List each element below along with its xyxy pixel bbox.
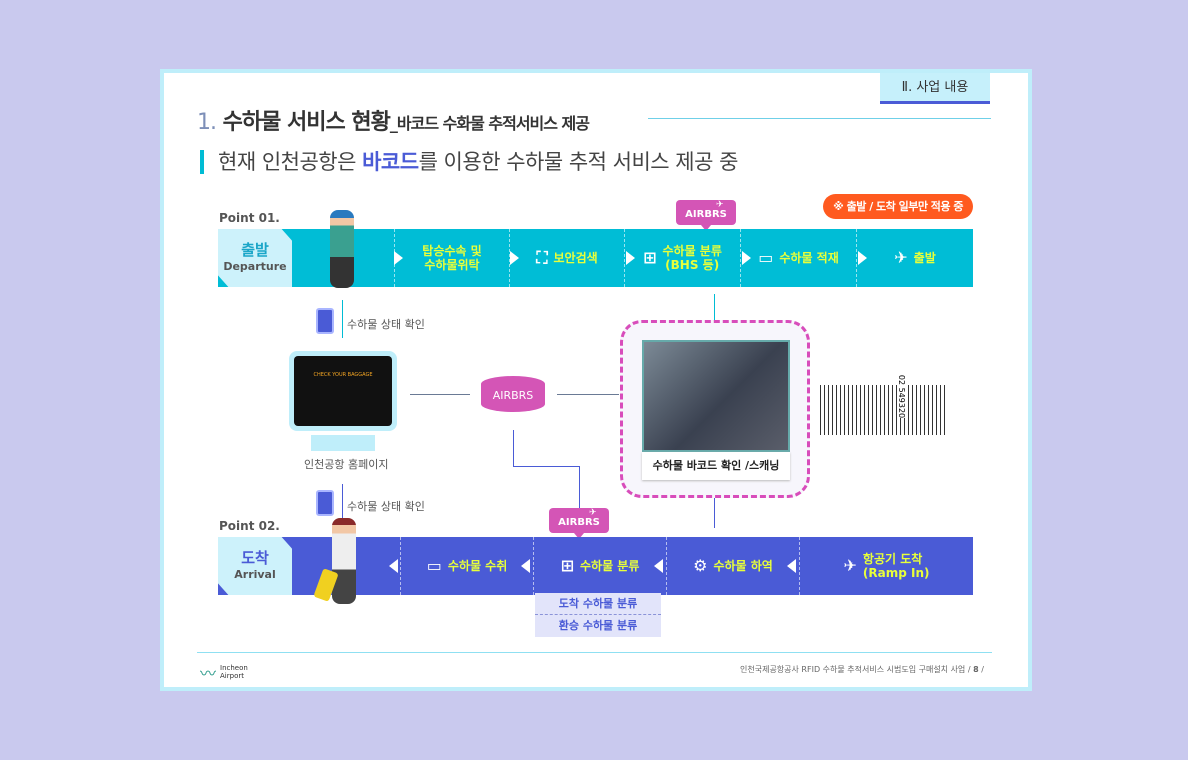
conveyor-icon: ▭	[758, 248, 774, 267]
step-label: 항공기 도착 (Ramp In)	[862, 552, 930, 580]
airbrs-tag-arrival: ✈AIRBRS	[549, 508, 609, 539]
note-badge: ※ 출발 / 도착 일부만 적용 중	[823, 194, 973, 219]
connector	[513, 466, 579, 467]
scan-caption: 수하물 바코드 확인 /스캐닝	[642, 452, 790, 480]
step-label: 수하물 수취	[447, 559, 508, 573]
traveler-illustration	[332, 518, 356, 604]
chevron-left-icon	[654, 559, 663, 573]
title-number: 1.	[197, 110, 217, 135]
step-sorting: ⊞ 수하물 분류	[533, 537, 666, 595]
chevron-left-icon	[787, 559, 796, 573]
incheon-airport-logo: 〰Incheon Airport	[200, 660, 254, 684]
homepage-screen: CHECK YOUR BAGGAGE	[294, 356, 392, 426]
step-label: 수하물 분류 (BHS 등)	[662, 244, 722, 272]
barcode-image	[820, 385, 945, 435]
chevron-right-icon	[510, 251, 519, 265]
sub-item: 도착 수하물 분류	[535, 593, 661, 615]
footer: 인천국제공항공사 RFID 수하물 추적서비스 시범도입 구매설치 사업 / 8…	[740, 665, 984, 674]
step-unloading: ⚙ 수하물 하역	[666, 537, 799, 595]
arrow-down	[714, 294, 715, 328]
departure-en: Departure	[223, 260, 287, 273]
step-claim: ▭ 수하물 수취	[400, 537, 533, 595]
phone-icon	[316, 490, 334, 516]
phone-icon	[316, 308, 334, 334]
arrow-up	[342, 484, 343, 522]
status-check-label: 수하물 상태 확인	[347, 318, 425, 331]
monitor-stand	[311, 435, 375, 451]
point-01: Point 01.	[219, 211, 280, 225]
plane-takeoff-icon: ✈	[894, 248, 908, 267]
subtitle: 현재 인천공항은 바코드를 이용한 수하물 추적 서비스 제공 중	[200, 150, 738, 174]
security-icon: ⛶	[536, 248, 548, 267]
sorting-icon: ⊞	[560, 556, 574, 575]
step-label: 보안검색	[553, 251, 598, 265]
arrival-en: Arrival	[234, 568, 276, 581]
step-label: 출발	[913, 251, 936, 265]
arrow-up	[714, 492, 715, 528]
step-departure: ✈ 출발	[856, 229, 973, 287]
homepage-label: 인천공항 홈페이지	[304, 458, 389, 471]
step-label: 수하물 분류	[580, 559, 640, 573]
section-tab: Ⅱ. 사업 내용	[880, 73, 990, 104]
footer-rule	[197, 652, 992, 653]
title-rule	[648, 118, 991, 119]
plane-icon: ✈	[589, 508, 597, 518]
step-label: 탑승수속 및 수하물위탁	[422, 244, 482, 272]
chevron-left-icon	[389, 559, 398, 573]
robot-arm-icon: ⚙	[693, 556, 708, 575]
arrow-down	[342, 300, 343, 338]
arrow-left	[557, 394, 619, 395]
step-loading: ▭ 수하물 적재	[740, 229, 856, 287]
chevron-right-icon	[858, 251, 867, 265]
subtitle-highlight: 바코드	[362, 150, 419, 174]
step-sorting: ⊞ 수하물 분류 (BHS 등)	[624, 229, 740, 287]
logo-text: Incheon Airport	[220, 664, 248, 680]
connector	[579, 466, 580, 508]
plane-landing-icon: ✈	[843, 556, 857, 575]
step-security: ⛶ 보안검색	[509, 229, 624, 287]
homepage-monitor: CHECK YOUR BAGGAGE	[289, 351, 397, 431]
chevron-right-icon	[626, 251, 635, 265]
barcode-number: 02 549320	[897, 374, 907, 419]
arrow-left	[410, 394, 470, 395]
point-02: Point 02.	[219, 519, 280, 533]
logo-mark-icon: 〰	[200, 664, 217, 683]
step-checkin: 탑승수속 및 수하물위탁	[394, 229, 509, 287]
chevron-left-icon	[521, 559, 530, 573]
airbrs-database: AIRBRS	[481, 376, 545, 412]
airbrs-tag-label: AIRBRS	[558, 517, 600, 528]
step-label: 수하물 하역	[713, 559, 773, 573]
status-check-label: 수하물 상태 확인	[347, 500, 425, 513]
page-title: 1. 수하물 서비스 현황_바코드 수화물 추적서비스 제공	[197, 104, 590, 136]
plane-icon: ✈	[716, 200, 724, 210]
step-label: 수하물 적재	[779, 251, 839, 265]
title-main: 수하물 서비스 현황	[222, 110, 391, 135]
title-sub: _바코드 수화물 추적서비스 제공	[389, 114, 590, 133]
sub-item: 환승 수하물 분류	[558, 619, 638, 632]
subtitle-post: 를 이용한 수하물 추적 서비스 제공 중	[418, 150, 739, 174]
connector	[513, 430, 514, 466]
arrival-sort-sublist: 도착 수하물 분류 환승 수하물 분류	[535, 593, 661, 637]
traveler-illustration	[330, 210, 354, 288]
chevron-right-icon	[742, 251, 751, 265]
airbrs-tag-label: AIRBRS	[685, 209, 727, 220]
arrival-ko: 도착	[241, 549, 269, 567]
step-arrival: ✈ 항공기 도착 (Ramp In)	[799, 537, 973, 595]
scanning-photo	[642, 340, 790, 452]
airbrs-tag-departure: ✈AIRBRS	[676, 200, 736, 231]
departure-ko: 출발	[241, 241, 269, 259]
chevron-right-icon	[394, 251, 403, 265]
footer-text: 인천국제공항공사 RFID 수하물 추적서비스 시범도입 구매설치 사업	[740, 665, 966, 674]
page-number: 8	[973, 665, 979, 674]
sorting-icon: ⊞	[643, 248, 657, 267]
subtitle-pre: 현재 인천공항은	[218, 150, 363, 174]
conveyor-icon: ▭	[426, 556, 442, 575]
